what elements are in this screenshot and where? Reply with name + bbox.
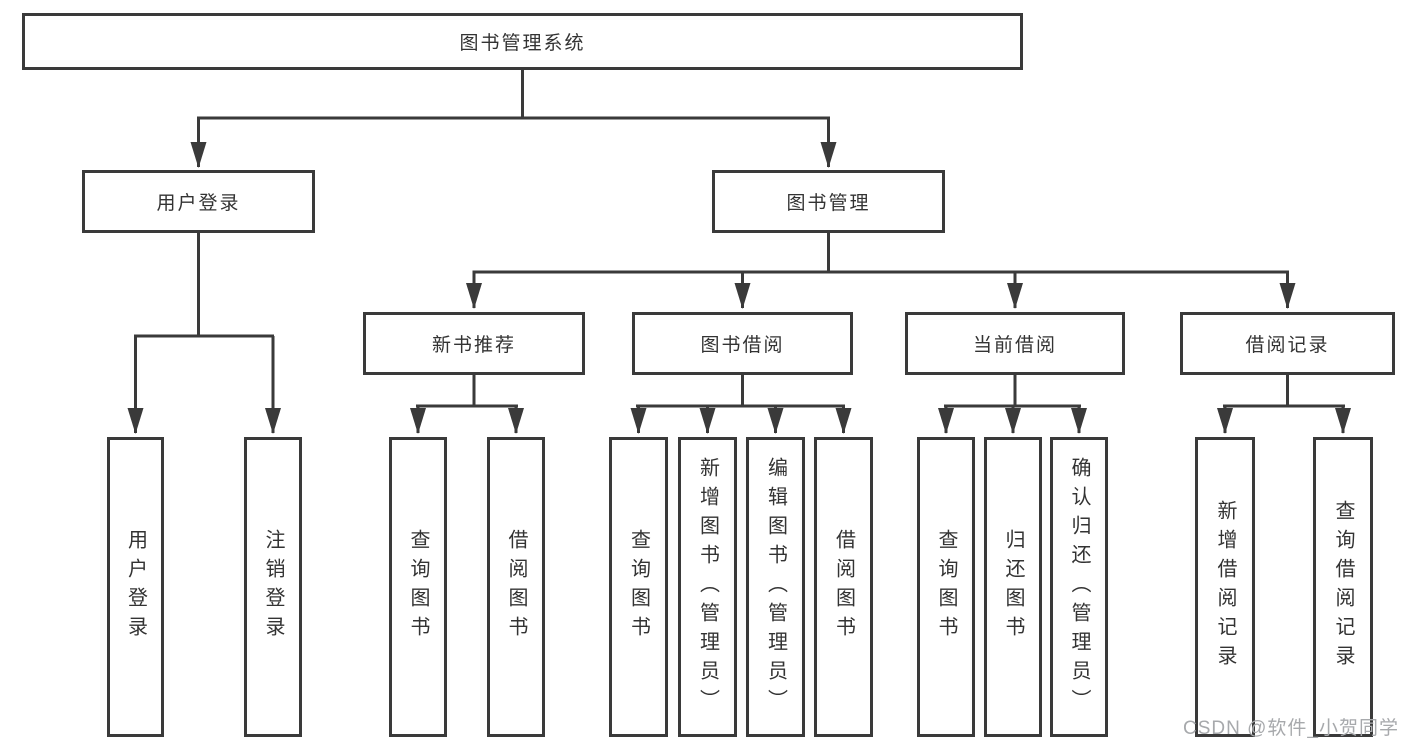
leaf-borrowing-borrow-book: 借阅图书 (814, 437, 873, 737)
leaf-recommend-query-book: 查询图书 (389, 437, 447, 737)
leaf-current-confirm-return-admin: 确认归还（管理员） (1050, 437, 1108, 737)
leaf-records-add-record: 新增借阅记录 (1195, 437, 1255, 737)
node-book-borrowing: 图书借阅 (632, 312, 853, 375)
leaf-logout-login: 注销登录 (244, 437, 302, 737)
leaf-records-query-record: 查询借阅记录 (1313, 437, 1373, 737)
leaf-user-login: 用户登录 (107, 437, 164, 737)
node-book-management: 图书管理 (712, 170, 945, 233)
connector-group (127, 70, 1351, 434)
node-user-login: 用户登录 (82, 170, 315, 233)
node-borrowing-records: 借阅记录 (1180, 312, 1395, 375)
leaf-borrowing-query-book: 查询图书 (609, 437, 668, 737)
node-root: 图书管理系统 (22, 13, 1023, 70)
watermark: CSDN @软件_小贺同学 (1183, 718, 1399, 739)
leaf-borrowing-edit-book-admin: 编辑图书（管理员） (746, 437, 805, 737)
leaf-recommend-borrow-book: 借阅图书 (487, 437, 545, 737)
node-current-borrowing: 当前借阅 (905, 312, 1125, 375)
leaf-borrowing-add-book-admin: 新增图书（管理员） (678, 437, 737, 737)
leaf-current-query-book: 查询图书 (917, 437, 975, 737)
node-new-book-recommendation: 新书推荐 (363, 312, 585, 375)
leaf-current-return-book: 归还图书 (984, 437, 1042, 737)
